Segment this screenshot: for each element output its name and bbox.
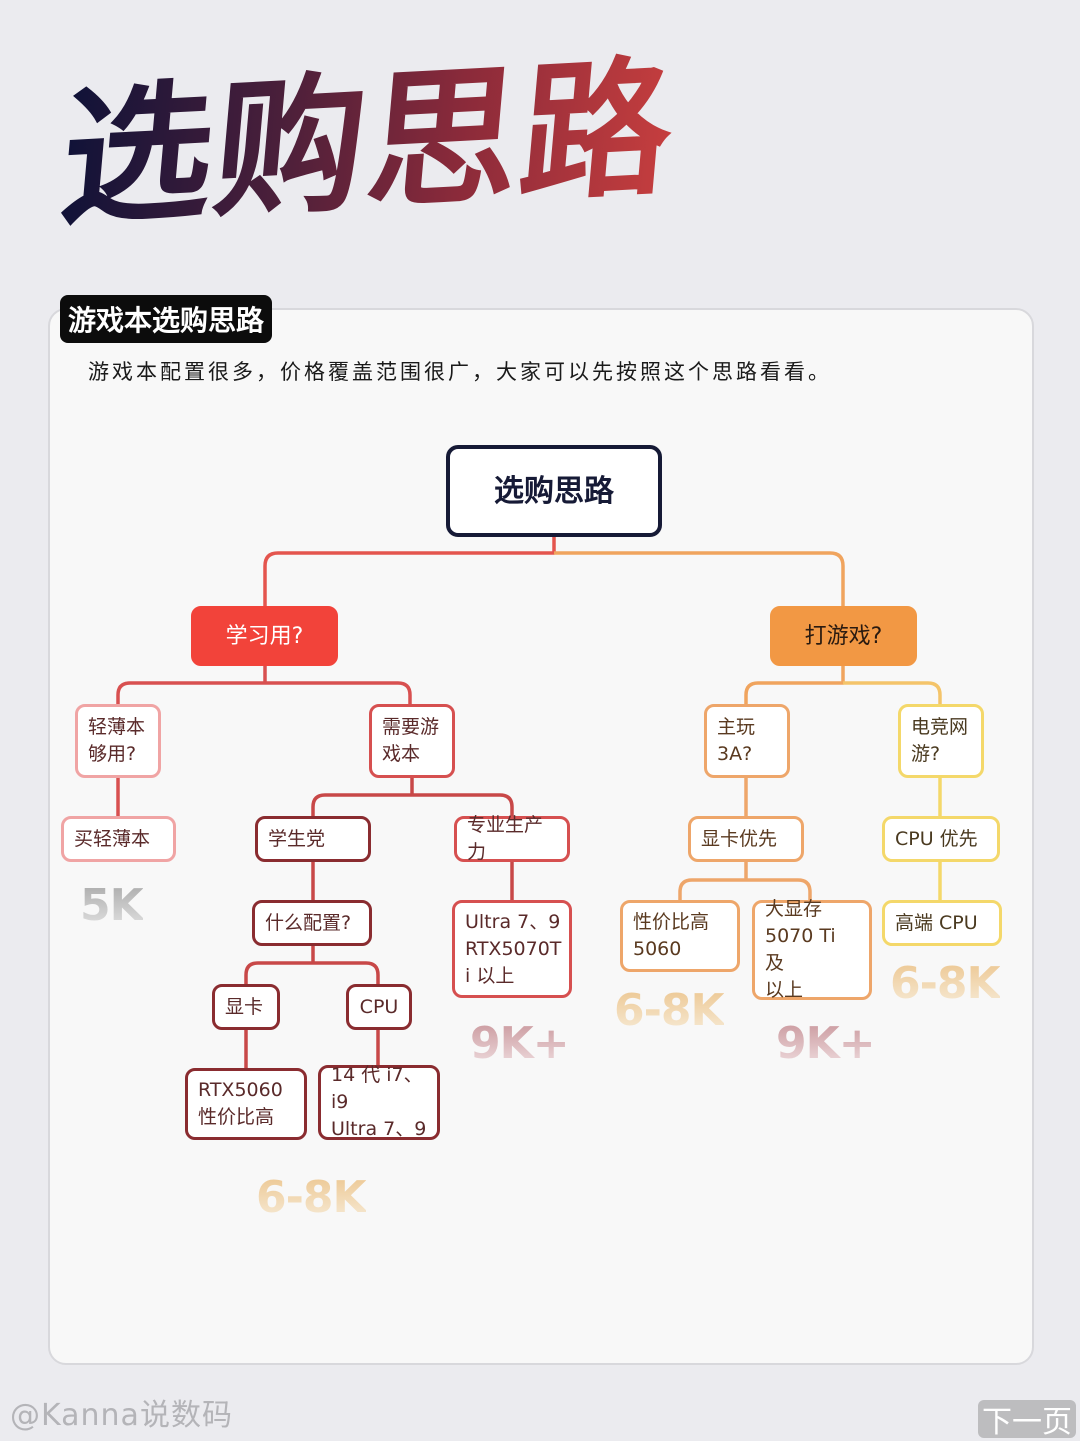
gpu-node: 显卡 [212,984,280,1030]
node-line: 戏本 [382,743,421,765]
node-line: 主玩 [717,716,756,738]
study-node: 学习用? [191,606,338,666]
price-9k-plus-vram: 9K+ [776,1018,876,1069]
gpu-priority-node: 显卡优先 [688,816,804,862]
connector-study-children [116,666,412,704]
connector-root-game [554,551,845,606]
node-line: 以上 [765,979,804,1001]
connector-game-esports [843,681,942,704]
price-5k: 5K [80,880,144,931]
node-line: i 以上 [465,964,515,987]
node-line: RTX5060 [198,1079,283,1101]
root-node: 选购思路 [446,445,662,537]
node-line: Ultra 7、9 [331,1118,427,1140]
cpu-result-node: 14 代 i7、i9 Ultra 7、9 [318,1064,440,1140]
need-gaming-node: 需要游 戏本 [369,704,455,778]
buy-light-laptop-node: 买轻薄本 [61,816,176,862]
price-6-8k-esports: 6-8K [890,958,1001,1009]
connector-priority-children [678,862,812,900]
price-6-8k-value: 6-8K [614,985,725,1036]
aaa-question-node: 主玩 3A? [704,704,790,778]
large-vram-node: 大显存 5070 Ti 及 以上 [752,898,872,1001]
connector-need-children [311,777,514,816]
high-end-cpu-node: 高端 CPU [882,900,1002,946]
esports-question-node: 电竞网 游? [898,704,984,778]
node-line: 需要游 [382,716,440,738]
node-line: 性价比高 [198,1106,275,1128]
value-5060-node: 性价比高 5060 [620,900,740,972]
connector-question-children [244,945,380,984]
connector-root-study [263,537,556,606]
node-line: 够用? [88,743,137,765]
price-6-8k-student: 6-8K [256,1172,367,1223]
node-line: 轻薄本 [88,716,146,738]
node-line: RTX5070T [465,937,562,960]
author-watermark: @Kanna说数码 [10,1398,233,1433]
intro-text: 游戏本配置很多，价格覆盖范围很广，大家可以先按照这个思路看看。 [88,360,832,384]
node-line: 3A? [717,743,753,765]
student-node: 学生党 [255,816,371,862]
node-line: 14 代 i7、i9 [331,1064,423,1113]
section-tag: 游戏本选购思路 [60,295,273,343]
pro-config-node: Ultra 7、9 RTX5070T i 以上 [452,900,572,998]
game-node: 打游戏? [770,606,917,666]
node-line: 5070 Ti 及 [765,925,836,974]
price-9k-plus-pro: 9K+ [470,1018,570,1069]
pro-productivity-node: 专业生产力 [454,814,570,863]
cpu-priority-node: CPU 优先 [882,816,1000,862]
node-line: 5060 [633,938,682,960]
node-line: Ultra 7、9 [465,910,561,933]
node-line: 游? [911,743,941,765]
cpu-node: CPU [346,984,412,1030]
which-config-node: 什么配置? [252,900,372,946]
light-laptop-question-node: 轻薄本 够用? [75,704,161,778]
node-line: 电竞网 [911,716,969,738]
gpu-result-node: RTX5060 性价比高 [185,1068,307,1140]
node-line: 大显存 [765,898,823,920]
next-page-button[interactable]: 下一页 [978,1400,1076,1440]
node-line: 性价比高 [633,911,710,933]
connector-game-children [744,666,845,704]
